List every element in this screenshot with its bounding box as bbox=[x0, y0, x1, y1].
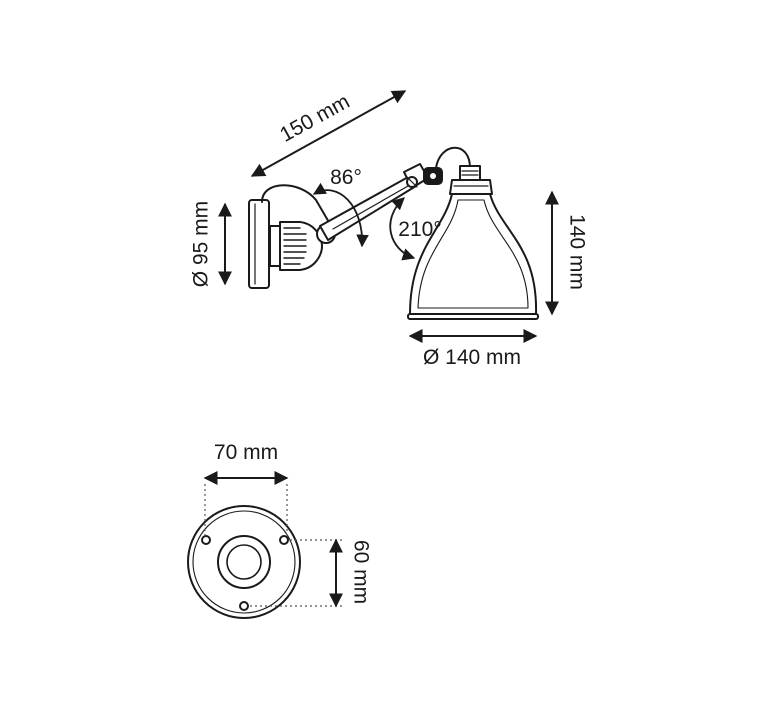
base-height-label: 60 mm bbox=[349, 540, 372, 604]
shade-diameter-label: Ø 140 mm bbox=[423, 346, 521, 369]
screw-hole bbox=[279, 535, 289, 545]
side-dimension-lines bbox=[218, 90, 559, 343]
rotation-indicators bbox=[312, 182, 416, 261]
lamp-base-view bbox=[187, 505, 301, 619]
wall-socket bbox=[269, 221, 323, 271]
base-dimension-lines bbox=[203, 471, 343, 608]
lamp-side-view bbox=[248, 146, 539, 320]
shade-rotation-arrow bbox=[389, 197, 416, 261]
backplate-height-label: Ø 95 mm bbox=[190, 201, 213, 287]
arm-rotation-arrow bbox=[312, 182, 369, 248]
shade-cable bbox=[435, 146, 471, 169]
shade-rotation-label: 210° bbox=[398, 218, 441, 241]
shade-connector bbox=[423, 165, 493, 195]
arm-angle-label: 86° bbox=[330, 166, 362, 189]
screw-hole bbox=[239, 601, 249, 611]
screw-hole bbox=[201, 535, 211, 545]
arm-length-dimension bbox=[250, 90, 407, 177]
base-guides bbox=[204, 484, 342, 607]
base-width-label: 70 mm bbox=[214, 441, 278, 464]
lamp-shade bbox=[407, 193, 539, 320]
center-socket bbox=[217, 535, 271, 589]
shade-height-label: 140 mm bbox=[565, 214, 588, 290]
wall-backplate bbox=[248, 199, 270, 289]
arm-length-label: 150 mm bbox=[276, 90, 353, 147]
